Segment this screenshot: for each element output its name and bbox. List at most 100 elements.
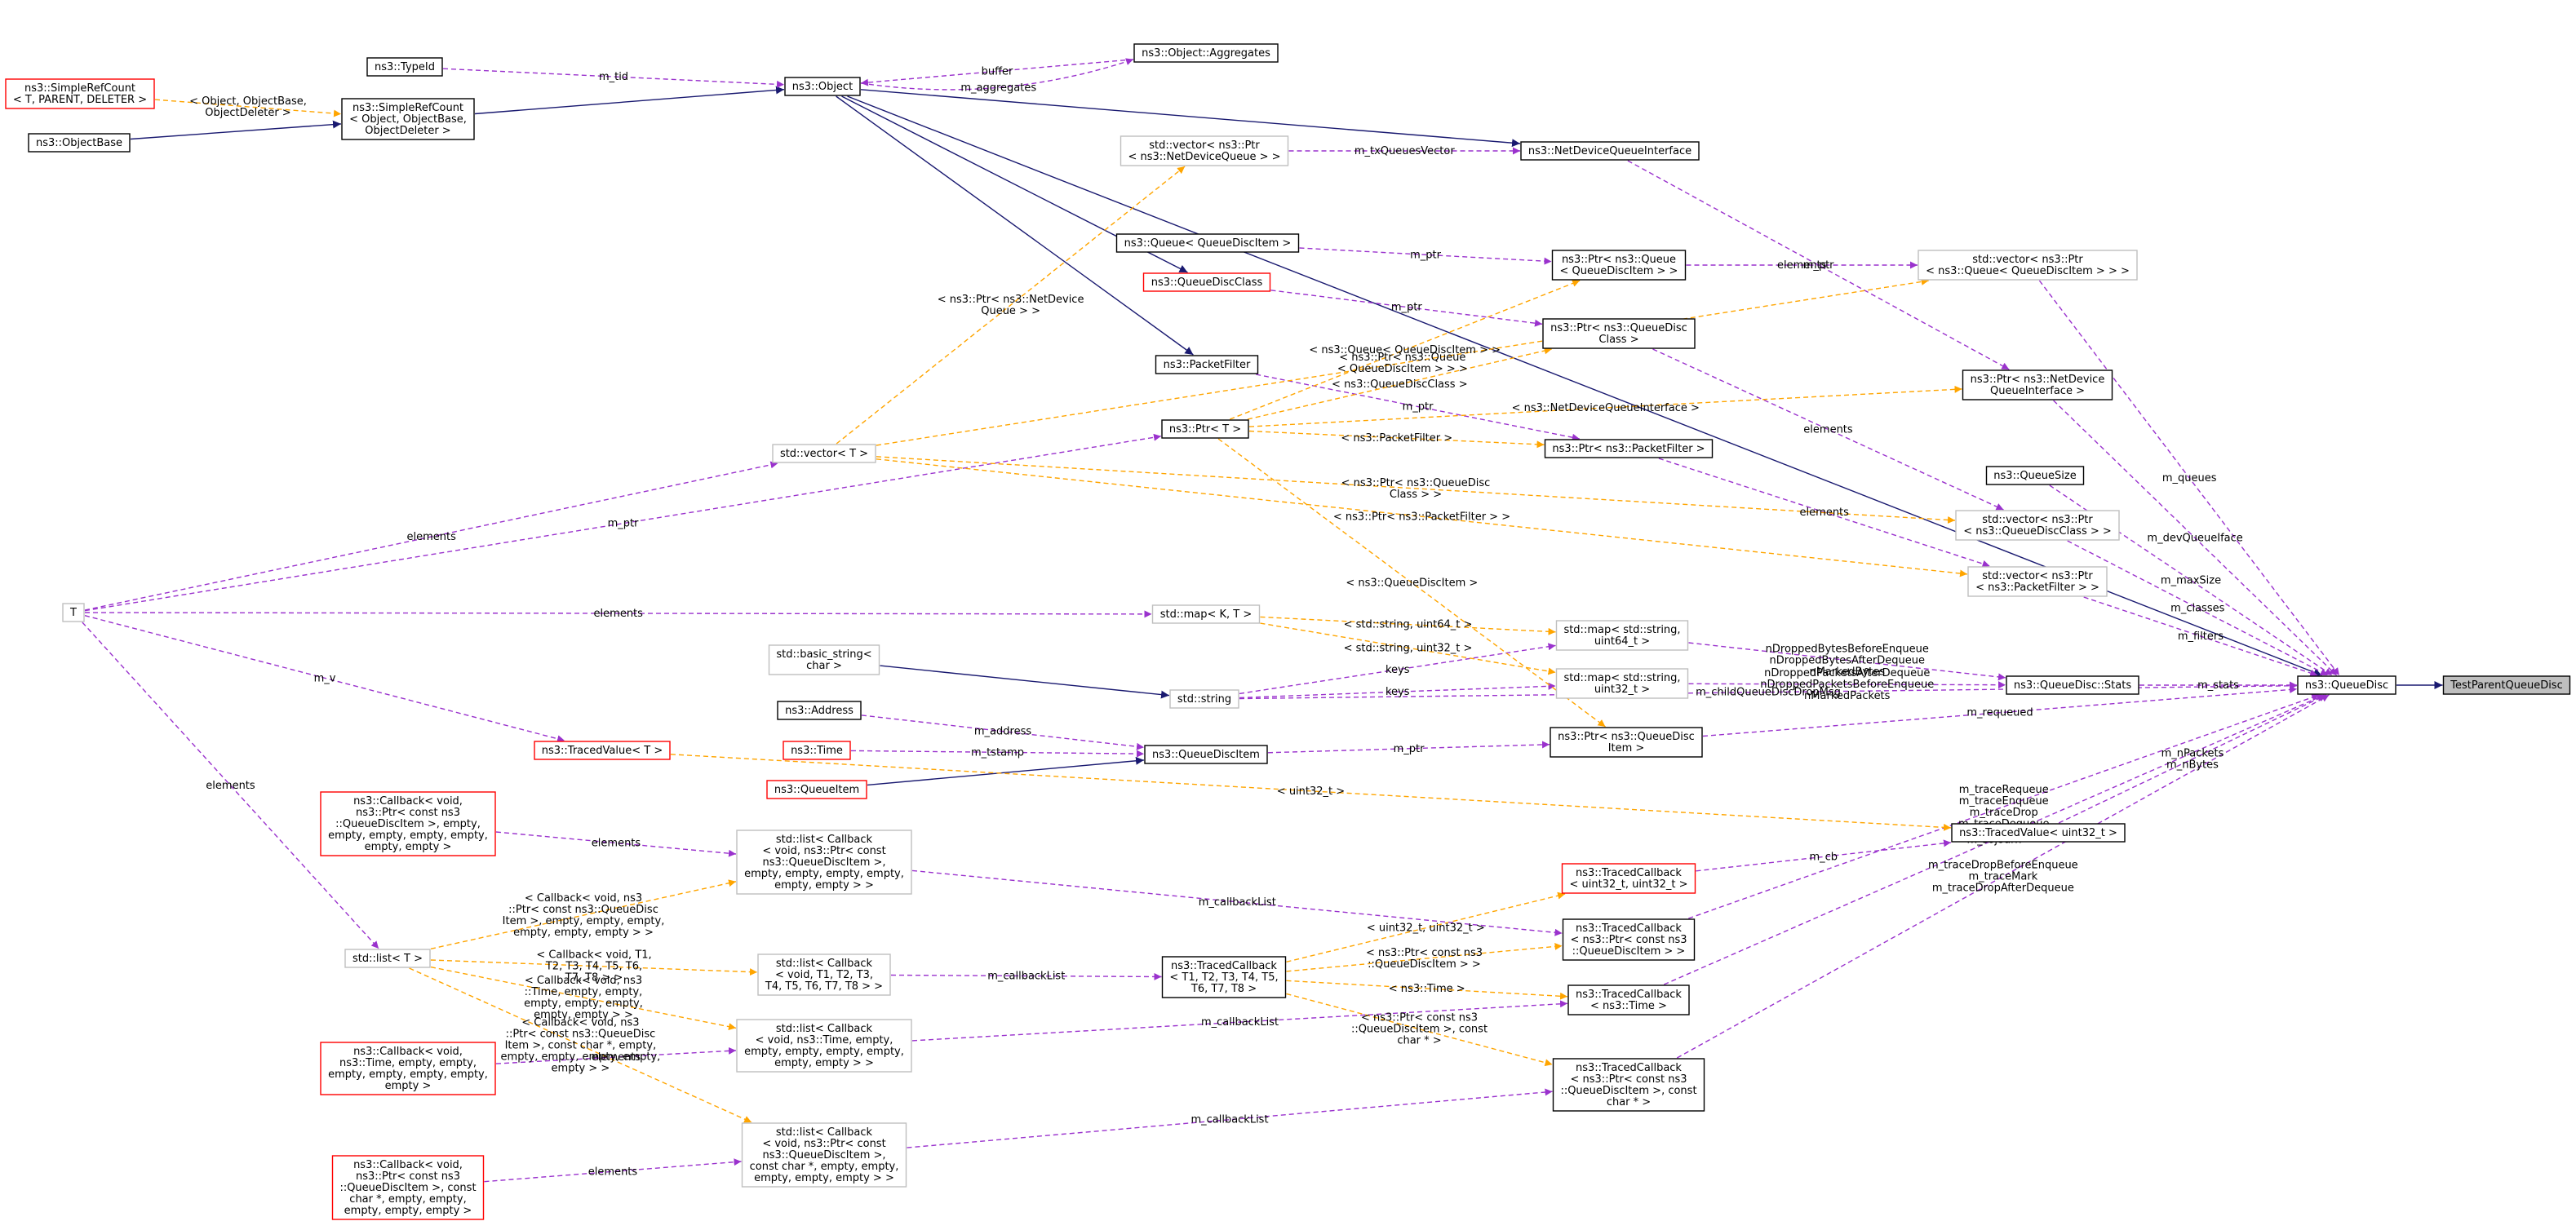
class-node-queue-qdi[interactable]: ns3::Queue< QueueDiscItem >: [1115, 233, 1300, 253]
class-node-vec-ptr-pf[interactable]: std::vector< ns3::Ptr< ns3::PacketFilter…: [1967, 566, 2108, 597]
class-node-cb-time[interactable]: ns3::Callback< void,ns3::Time, empty, em…: [320, 1042, 496, 1095]
usage-edge: [1239, 682, 1556, 699]
class-node-cb-ptr-qdi-char[interactable]: ns3::Callback< void,ns3::Ptr< const ns3:…: [331, 1155, 485, 1220]
template-edge: [836, 166, 1186, 445]
class-node-box: [320, 1042, 496, 1095]
class-node-tcb-ptr-qdi[interactable]: ns3::TracedCallback< ns3::Ptr< const ns3…: [1562, 918, 1696, 961]
class-node-tcb-t[interactable]: ns3::TracedCallback< T1, T2, T3, T4, T5,…: [1161, 956, 1287, 998]
class-node-aggregates[interactable]: ns3::Object::Aggregates: [1133, 43, 1279, 63]
class-node-list-cb-time[interactable]: std::list< Callback< void, ns3::Time, em…: [736, 1019, 912, 1073]
class-node-tcb-u32[interactable]: ns3::TracedCallback< uint32_t, uint32_t …: [1561, 863, 1696, 894]
edge-label: Queue > >: [981, 305, 1040, 317]
class-node-label: std::string: [1177, 693, 1231, 706]
class-node-box: [1544, 439, 1714, 458]
class-node-list-cb-ptr-qdi-char[interactable]: std::list< Callback< void, ns3::Ptr< con…: [741, 1122, 907, 1188]
class-node-queue-size[interactable]: ns3::QueueSize: [1985, 466, 2085, 485]
class-node-label: std::list< Callback: [776, 834, 873, 846]
class-node-traced-value-t[interactable]: ns3::TracedValue< T >: [534, 741, 671, 760]
edge-label: ::Time, empty, empty,: [525, 986, 643, 998]
edge-label: elements: [1777, 259, 1827, 272]
class-node-label: empty, empty, empty, empty,: [744, 868, 904, 880]
usage-edge: [1688, 693, 2320, 919]
class-node-box: [331, 1155, 485, 1220]
class-node-label: ns3::ObjectBase: [36, 137, 122, 149]
class-node-test-parent[interactable]: TestParentQueueDisc: [2442, 675, 2571, 695]
edge-label: < ns3::QueueDiscClass >: [1332, 378, 1468, 391]
class-node-vec-ptr-ndq[interactable]: std::vector< ns3::Ptr< ns3::NetDeviceQue…: [1120, 135, 1289, 166]
usage-edge: [84, 615, 565, 743]
class-node-label: ns3::QueueDisc: [2305, 679, 2388, 692]
class-node-packet-filter[interactable]: ns3::PacketFilter: [1155, 355, 1259, 374]
edge-label: empty, empty > >: [534, 1009, 633, 1021]
class-node-vec-t[interactable]: std::vector< T >: [772, 444, 876, 463]
usage-edge: [2083, 596, 2318, 677]
class-node-vec-ptr-qdclass[interactable]: std::vector< ns3::Ptr< ns3::QueueDiscCla…: [1955, 510, 2120, 541]
usage-edge: [1696, 839, 1952, 872]
class-node-label: uint32_t >: [1594, 684, 1650, 696]
class-node-basic-string[interactable]: std::basic_string<char >: [768, 644, 880, 675]
class-node-typeid[interactable]: ns3::TypeId: [366, 57, 443, 77]
class-node-label: char *, empty, empty,: [349, 1193, 466, 1206]
class-node-label: < void, ns3::Ptr< const: [762, 1138, 885, 1150]
class-node-ndqi[interactable]: ns3::NetDeviceQueueInterface: [1520, 141, 1700, 161]
edge-label: < QueueDiscItem > > >: [1337, 363, 1468, 375]
class-node-tcb-ptr-qdi-char[interactable]: ns3::TracedCallback< ns3::Ptr< const ns3…: [1552, 1058, 1705, 1112]
class-node-box: [1144, 745, 1268, 764]
class-node-queue-disc[interactable]: ns3::QueueDisc: [2297, 675, 2396, 695]
class-node-box: [1550, 727, 1703, 758]
edge-label: < uint32_t, uint32_t >: [1367, 922, 1485, 935]
edge-label: < ns3::Ptr< ns3::PacketFilter > >: [1333, 511, 1510, 523]
class-node-label: empty, empty, empty, empty,: [328, 1069, 488, 1081]
class-node-ptr-qdclass[interactable]: ns3::Ptr< ns3::QueueDiscClass >: [1542, 318, 1696, 349]
edge-label: elements: [406, 531, 456, 543]
edge-label: < ns3::PacketFilter >: [1341, 432, 1452, 445]
class-node-t[interactable]: T: [62, 603, 85, 622]
class-node-map-kt[interactable]: std::map< K, T >: [1151, 604, 1261, 624]
class-node-tcb-time[interactable]: ns3::TracedCallback< ns3::Time >: [1567, 984, 1690, 1015]
class-node-label: std::vector< ns3::Ptr: [1982, 514, 2093, 526]
class-node-time[interactable]: ns3::Time: [783, 741, 851, 760]
class-node-simple-refcount-tpl[interactable]: ns3::SimpleRefCount< T, PARENT, DELETER …: [5, 78, 155, 109]
class-node-box: [772, 444, 876, 463]
usage-edge: [860, 59, 1134, 86]
class-node-box: [783, 741, 851, 760]
class-node-label: ns3::QueueDiscItem >,: [762, 856, 885, 869]
class-node-queue-item[interactable]: ns3::QueueItem: [766, 780, 867, 799]
class-node-qdclass[interactable]: ns3::QueueDiscClass: [1142, 272, 1271, 292]
class-node-std-string[interactable]: std::string: [1169, 689, 1239, 709]
class-node-stats[interactable]: ns3::QueueDisc::Stats: [2006, 675, 2139, 695]
class-node-ptr-ndqi[interactable]: ns3::Ptr< ns3::NetDeviceQueueInterface >: [1962, 369, 2113, 400]
class-node-simple-refcount-obj[interactable]: ns3::SimpleRefCount< Object, ObjectBase,…: [341, 98, 475, 140]
class-node-box: [1161, 419, 1249, 439]
class-node-label: ns3::Ptr< ns3::QueueDisc: [1550, 322, 1687, 334]
class-node-ptr-qdi[interactable]: ns3::Ptr< ns3::QueueDiscItem >: [1550, 727, 1703, 758]
class-node-label: ns3::Object: [792, 81, 853, 93]
class-node-cb-ptr-qdi[interactable]: ns3::Callback< void,ns3::Ptr< const ns3:…: [320, 791, 496, 856]
class-node-traced-value-u32[interactable]: ns3::TracedValue< uint32_t >: [1951, 823, 2126, 843]
class-node-ptr-t[interactable]: ns3::Ptr< T >: [1161, 419, 1249, 439]
edge-label: m_tstamp: [971, 746, 1024, 759]
class-node-ptr-queue[interactable]: ns3::Ptr< ns3::Queue< QueueDiscItem > >: [1551, 250, 1687, 281]
class-node-label: T6, T7, T8 >: [1190, 983, 1257, 995]
template-edge: [430, 966, 737, 1031]
edge-label: m_traceMark: [1968, 871, 2037, 883]
class-node-label: ns3::Ptr< ns3::QueueDisc: [1558, 731, 1695, 743]
class-node-object-base[interactable]: ns3::ObjectBase: [28, 133, 131, 153]
template-edge: [1217, 438, 1606, 728]
edge-label: < ns3::Ptr< const ns3: [1361, 1012, 1478, 1024]
edge-label: < ns3::Ptr< ns3::QueueDisc: [1341, 477, 1491, 489]
class-node-label: empty, empty >: [365, 841, 452, 853]
class-node-list-t[interactable]: std::list< T >: [344, 949, 431, 968]
class-node-qdi[interactable]: ns3::QueueDiscItem: [1144, 745, 1268, 764]
class-node-map-u32[interactable]: std::map< std::string,uint32_t >: [1555, 668, 1689, 699]
class-node-label: ::QueueDiscItem > >: [1572, 945, 1686, 958]
class-node-ptr-pf[interactable]: ns3::Ptr< ns3::PacketFilter >: [1544, 439, 1714, 458]
class-node-address[interactable]: ns3::Address: [777, 701, 862, 720]
class-node-object[interactable]: ns3::Object: [784, 77, 861, 96]
class-node-vec-ptr-queue[interactable]: std::vector< ns3::Ptr< ns3::Queue< Queue…: [1918, 250, 2138, 281]
class-node-map-u64[interactable]: std::map< std::string,uint64_t >: [1555, 620, 1689, 651]
class-node-list-cb-ptr-qdi[interactable]: std::list< Callback< void, ns3::Ptr< con…: [736, 830, 912, 895]
class-node-list-cb-t[interactable]: std::list< Callback< void, T1, T2, T3,T4…: [757, 953, 891, 996]
class-node-label: empty, empty, empty > >: [754, 1172, 894, 1184]
class-node-box: [1561, 863, 1696, 894]
